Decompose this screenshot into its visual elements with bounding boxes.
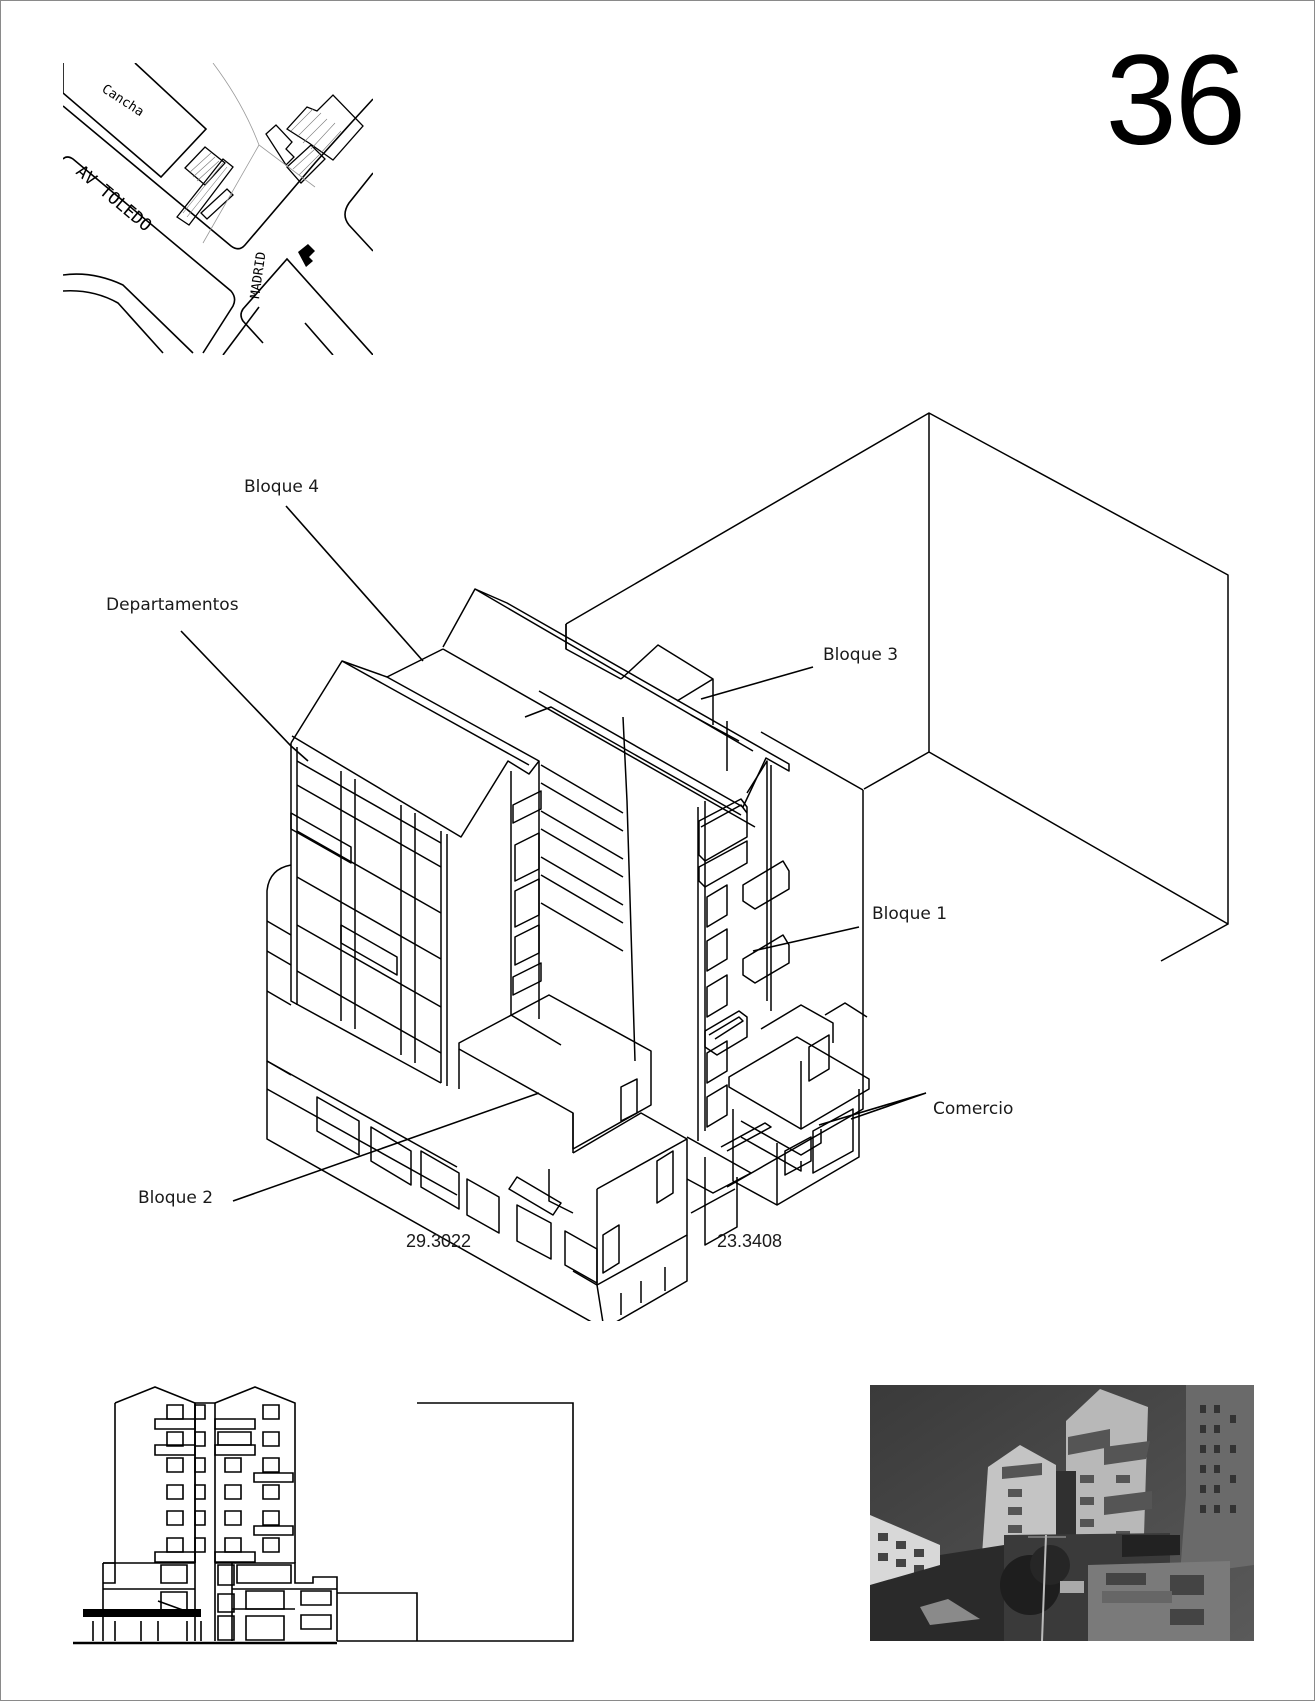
street-elevation [73, 1386, 574, 1645]
leader-departamentos [180, 630, 309, 762]
leader-comercio [818, 1092, 927, 1126]
leader-bloque-4 [285, 505, 424, 662]
label-bloque-3: Bloque 3 [823, 645, 899, 665]
madrid-label: MADRID [248, 251, 269, 300]
axonometric-drawing [180, 412, 1229, 1321]
label-bloque-4: Bloque 4 [244, 477, 320, 497]
building-photo-illustration [870, 1385, 1254, 1641]
building-photo [870, 1385, 1254, 1641]
label-bloque-2: Bloque 2 [138, 1188, 214, 1208]
leader-bloque-2 [232, 1092, 540, 1202]
label-comercio: Comercio [933, 1099, 1014, 1119]
label-departamentos: Departamentos [106, 595, 239, 615]
site-plan-drawing: Cancha AV TOLEDO MADRID [63, 63, 373, 355]
leader-bloque-1 [752, 926, 860, 952]
dimension-right-facade: 23.3408 [717, 1231, 783, 1251]
site-plan: Cancha AV TOLEDO MADRID [63, 63, 373, 355]
page-number: 36 [1105, 29, 1246, 172]
leader-bloque-3 [700, 666, 814, 700]
label-bloque-1: Bloque 1 [872, 904, 948, 924]
dimension-left-facade: 29.3022 [406, 1231, 472, 1251]
